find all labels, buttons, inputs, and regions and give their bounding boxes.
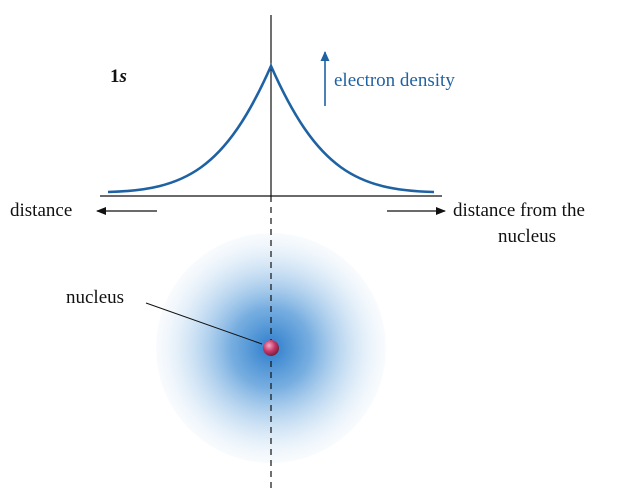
nucleus-dot [263, 340, 279, 356]
left-distance-label: distance [10, 200, 72, 221]
orbital-label: 1s [110, 66, 127, 87]
nucleus-leader-line [145, 302, 263, 345]
density-label: electron density [334, 70, 455, 91]
right-distance-label-line2: nucleus [498, 226, 556, 247]
right-distance-label-line1: distance from the [453, 200, 585, 221]
density-curve [107, 62, 435, 194]
nucleus-label: nucleus [66, 287, 124, 308]
